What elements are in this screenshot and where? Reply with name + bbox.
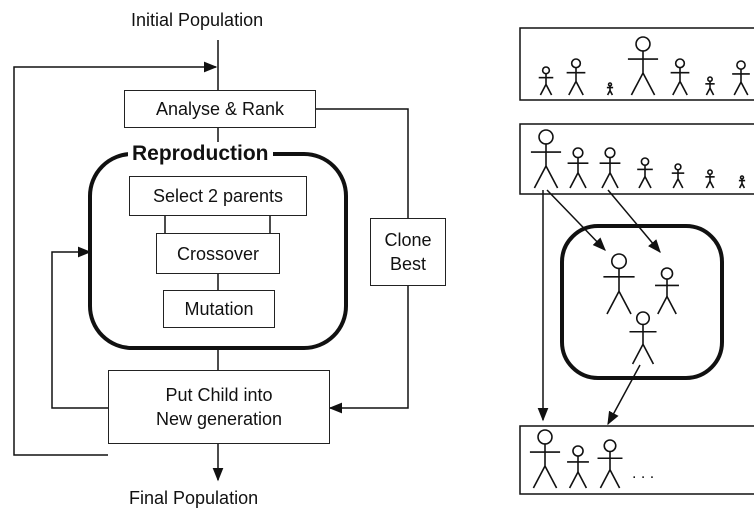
person-ranked-7 — [738, 175, 746, 189]
analyse-rank-box: Analyse & Rank — [124, 90, 316, 128]
person-initial-6 — [705, 76, 715, 96]
mutation-label: Mutation — [184, 299, 254, 319]
person-new-2 — [567, 445, 589, 489]
person-initial-4 — [627, 36, 659, 96]
select-parents-label: Select 2 parents — [152, 186, 284, 206]
analyse-rank-label: Analyse & Rank — [155, 99, 285, 119]
parent-figure-2 — [655, 267, 679, 315]
inner-loop-connector — [51, 246, 108, 409]
population-ranked-box — [519, 123, 754, 195]
population-new-box — [519, 425, 754, 495]
clone-to-putchild-connector — [328, 286, 409, 414]
person-ranked-2 — [567, 147, 589, 189]
person-initial-5 — [670, 58, 690, 96]
outer-loop-connector — [13, 61, 218, 456]
person-initial-1 — [538, 66, 554, 96]
clone-best-box: Clone Best — [370, 218, 446, 286]
person-ranked-3 — [599, 147, 621, 189]
analyse-to-clone-connector — [316, 108, 409, 218]
initial-population-label: Initial Population — [131, 10, 264, 30]
put-child-line2: New generation — [155, 409, 283, 429]
parent-figure-1 — [603, 253, 635, 315]
child-figure — [629, 311, 657, 365]
child-to-newgen-arrow — [607, 364, 641, 426]
reproduction-title: Reproduction — [128, 142, 273, 166]
person-initial-7 — [732, 60, 750, 96]
person-new-3 — [597, 439, 623, 489]
final-population-label: Final Population — [129, 488, 259, 508]
put-child-line1: Put Child into — [165, 385, 273, 405]
crossover-box: Crossover — [156, 233, 280, 274]
select-parents-box: Select 2 parents — [129, 176, 307, 216]
population-initial-box — [519, 27, 754, 101]
parent2-selection-arrow — [607, 189, 661, 254]
parent1-selection-arrow — [546, 189, 606, 251]
person-initial-2 — [566, 58, 586, 96]
person-ranked-5 — [671, 163, 685, 189]
reproduction-pool-frame — [560, 224, 724, 380]
person-ranked-1 — [530, 129, 562, 189]
crossover-label: Crossover — [176, 243, 260, 264]
clone-best-line2: Best — [389, 254, 427, 274]
person-ranked-6 — [705, 169, 715, 189]
population-ellipsis: . . . — [632, 465, 655, 482]
stick-figures — [529, 36, 750, 489]
mutation-box: Mutation — [163, 290, 275, 328]
clone-best-line1: Clone — [384, 230, 432, 250]
put-child-box: Put Child into New generation — [108, 370, 330, 444]
person-initial-3 — [606, 82, 614, 96]
person-new-1 — [529, 429, 561, 489]
person-ranked-4 — [637, 157, 653, 189]
